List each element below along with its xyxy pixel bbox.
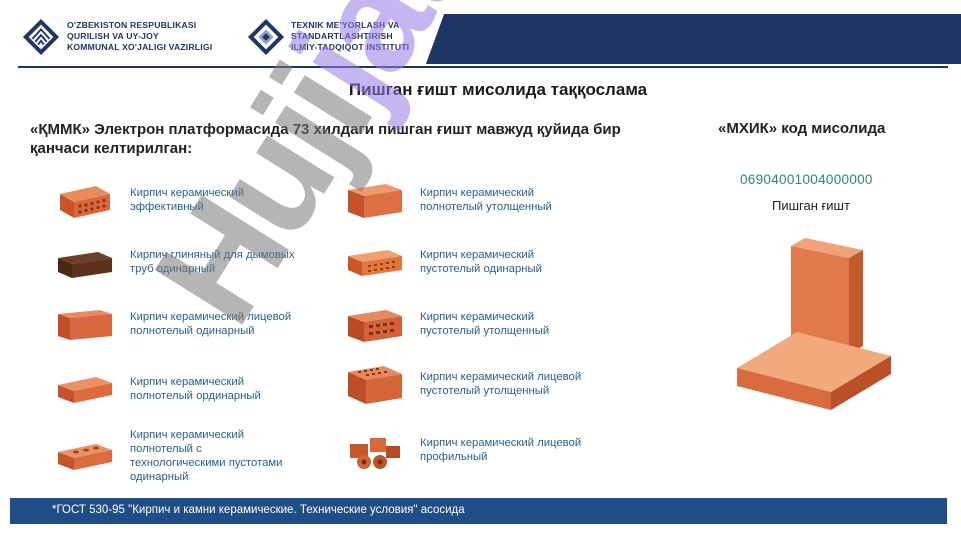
institute-line-1: TEXNIK ME'YORLASH VA — [291, 20, 400, 30]
dark-brick-icon — [58, 252, 112, 278]
ministry-line-1: O'ZBEKISTON RESPUBLIKASI — [67, 20, 197, 30]
institute-logo-icon — [247, 18, 285, 56]
list-item: Кирпич керамический полнотелый утолщенны… — [346, 178, 590, 222]
ministry-line-3: KOMMUNAL XO'JALIGI VAZIRLIGI — [67, 42, 213, 52]
list-item: Кирпич керамический полнотелый ординарны… — [56, 367, 300, 411]
list-item: Кирпич керамический пустотелый одинарный — [346, 240, 590, 284]
classifier-code-label: Пишган ғишт — [772, 198, 850, 213]
product-label: Кирпич керамический эффективный — [130, 187, 245, 213]
product-label: Кирпич керамический полнотелый с техноло… — [130, 429, 283, 483]
list-item: Кирпич керамический полнотелый с техноло… — [56, 428, 300, 484]
hollow-brick-icon — [348, 310, 402, 342]
section-subtitle: «ҚММК» Электрон платформасида 73 хилдаги… — [30, 121, 621, 157]
product-label: Кирпич керамический пустотелый одинарный — [420, 249, 542, 275]
solid-brick-icon — [58, 310, 112, 340]
list-item: Кирпич керамический лицевой профильный — [346, 428, 590, 472]
ministry-line-2: QURILISH VA UY-JOY — [67, 31, 159, 41]
large-brick-image — [737, 238, 891, 410]
list-item: Кирпич глиняный для дымовых труб одинарн… — [56, 240, 300, 284]
page-title: Пишган ғишт мисолида таққослама — [348, 80, 648, 99]
list-item: Кирпич керамический лицевой пустотелый у… — [346, 362, 590, 406]
institute-line-3: ILMIY-TADQIQOT INSTITUTI — [291, 42, 410, 52]
hollow-brick-icon — [58, 444, 112, 470]
header-divider — [18, 66, 948, 68]
code-example-title: «МХИК» код мисолида — [718, 120, 886, 137]
ministry-name: O'ZBEKISTON RESPUBLIKASI QURILISH VA UY-… — [67, 20, 212, 53]
solid-brick-icon — [58, 377, 112, 403]
classifier-code: 06904001004000000 — [740, 172, 873, 187]
perforated-brick-icon — [60, 186, 110, 218]
list-item: Кирпич керамический лицевой полнотелый о… — [56, 302, 300, 346]
product-label: Кирпич керамический лицевой пустотелый у… — [420, 371, 582, 397]
product-label: Кирпич керамический полнотелый утолщенны… — [420, 187, 552, 213]
product-label: Кирпич керамический лицевой полнотелый о… — [130, 311, 292, 337]
list-item: Кирпич керамический пустотелый утолщенны… — [346, 302, 590, 346]
list-item: Кирпич керамический эффективный — [56, 178, 300, 222]
perforated-brick-icon — [348, 366, 402, 404]
header: O'ZBEKISTON RESPUBLIKASI QURILISH VA UY-… — [0, 0, 961, 70]
solid-brick-icon — [348, 184, 402, 218]
product-label: Кирпич глиняный для дымовых труб одинарн… — [130, 249, 295, 275]
hollow-brick-icon — [348, 250, 402, 276]
ministry-logo-icon — [22, 18, 60, 56]
institute-name: TEXNIK ME'YORLASH VA STANDARTLASHTIRISH … — [291, 20, 409, 53]
product-label: Кирпич керамический лицевой профильный — [420, 437, 582, 463]
footer-note: *ГОСТ 530-95 "Кирпич и камни керамически… — [10, 498, 947, 524]
product-label: Кирпич керамический полнотелый ординарны… — [130, 376, 261, 402]
institute-line-2: STANDARTLASHTIRISH — [291, 31, 393, 41]
header-band — [410, 14, 961, 64]
product-label: Кирпич керамический пустотелый утолщенны… — [420, 311, 550, 337]
profiled-brick-icon — [350, 438, 400, 469]
